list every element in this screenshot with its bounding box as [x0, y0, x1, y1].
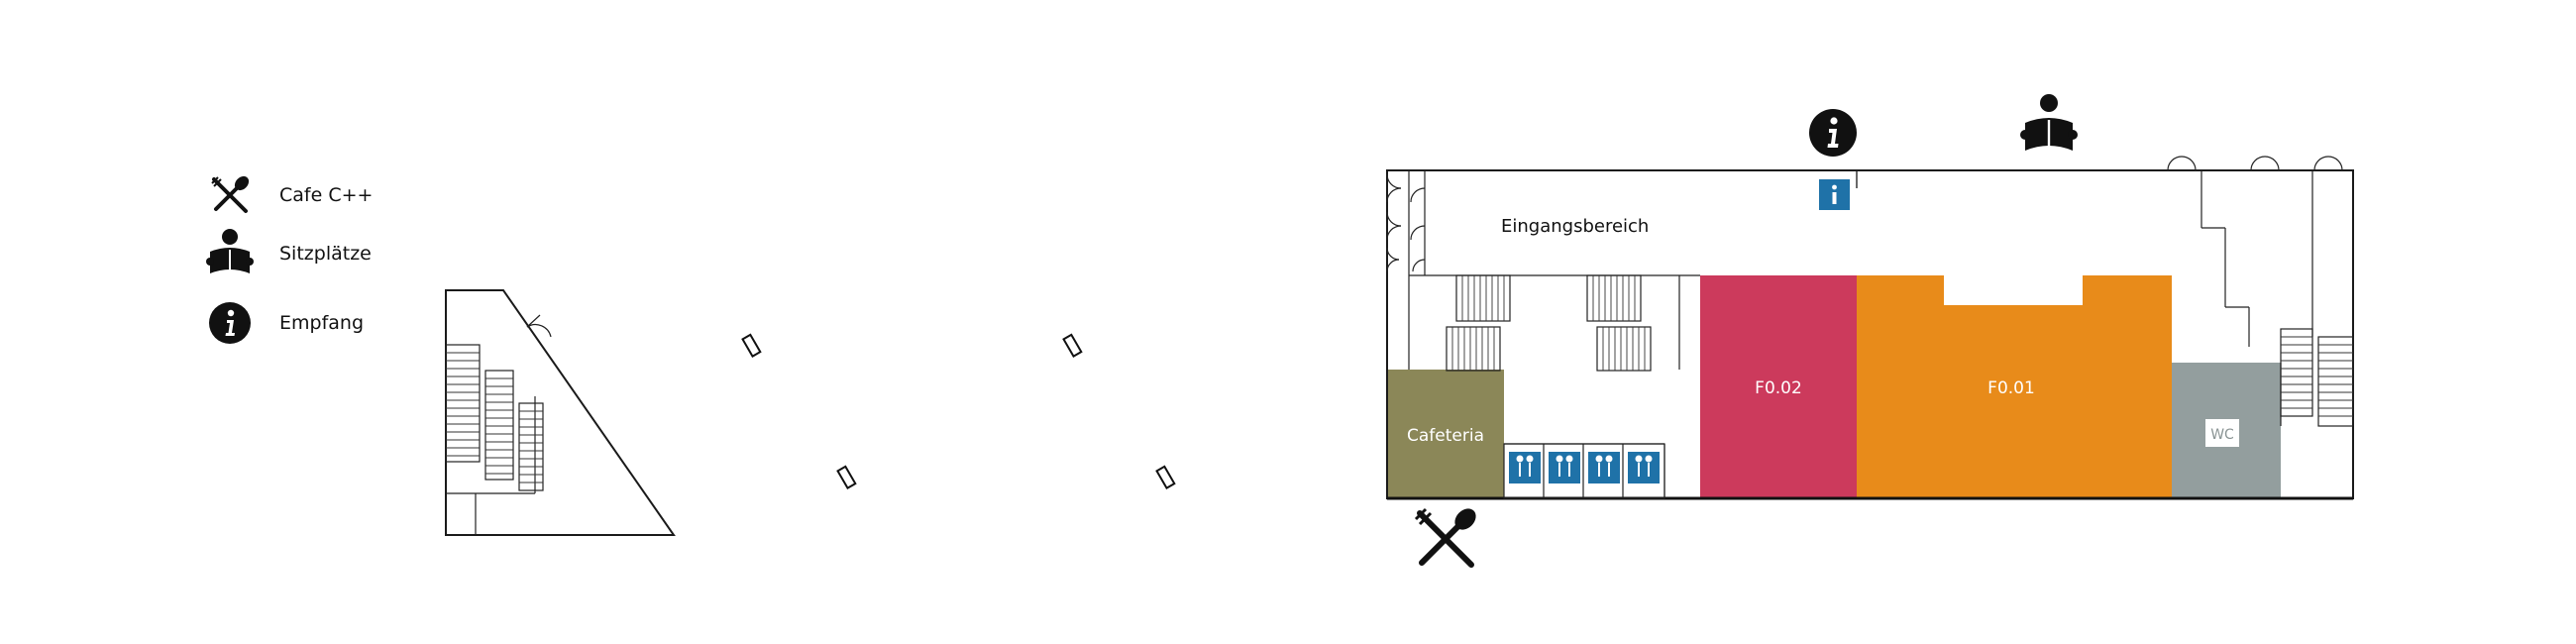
elevator-icon — [1509, 452, 1660, 483]
label-f001: F0.01 — [1987, 378, 2035, 398]
room-f001[interactable] — [1857, 275, 2172, 498]
elevators — [1503, 443, 1665, 499]
label-f002: F0.02 — [1755, 378, 1802, 398]
fork-spoon-icon[interactable] — [1414, 504, 1480, 568]
legend-cafe: Cafe C++ — [206, 171, 373, 219]
legend-label-reception: Empfang — [279, 312, 365, 334]
main-building: Eingangsbereich F0.02 F0.01 Cafeteria WC — [1386, 156, 2354, 500]
info-icon[interactable] — [1809, 109, 1857, 157]
legend-label-cafe: Cafe C++ — [279, 184, 374, 206]
room-cafeteria[interactable] — [1387, 370, 1504, 498]
label-wc: WC — [2210, 427, 2234, 443]
info-icon — [206, 299, 254, 347]
room-f002[interactable] — [1700, 275, 1857, 498]
label-entrance: Eingangsbereich — [1501, 216, 1649, 237]
info-desk-icon[interactable] — [1819, 179, 1850, 210]
legend-reception: Empfang — [206, 299, 364, 347]
reading-person-icon[interactable] — [2020, 94, 2078, 151]
label-cafeteria: Cafeteria — [1407, 426, 1484, 446]
pillars — [741, 333, 1176, 490]
legend-seats: Sitzplätze — [206, 229, 372, 277]
legend-label-seats: Sitzplätze — [279, 243, 372, 265]
stair-building-left — [445, 289, 676, 536]
reading-person-icon — [206, 229, 254, 277]
fork-spoon-icon — [206, 171, 254, 219]
